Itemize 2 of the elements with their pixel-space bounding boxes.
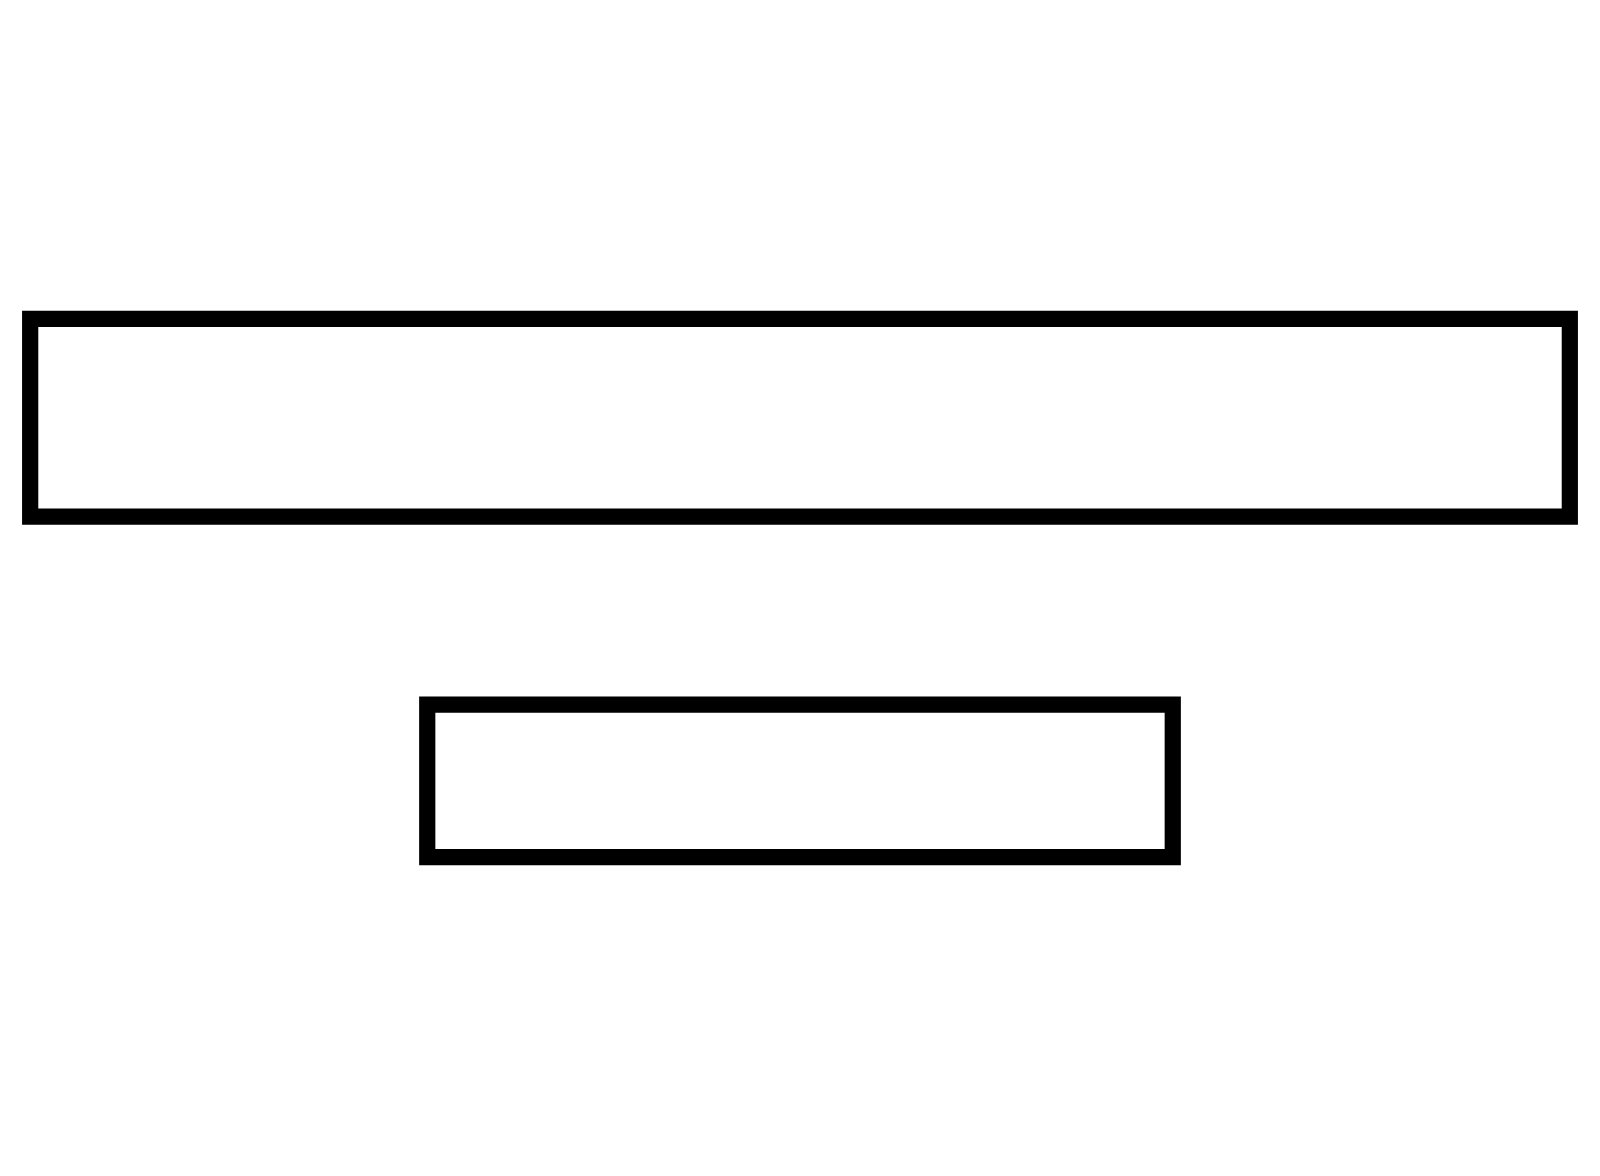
node-box [419,696,1181,866]
node-box [22,310,1578,525]
